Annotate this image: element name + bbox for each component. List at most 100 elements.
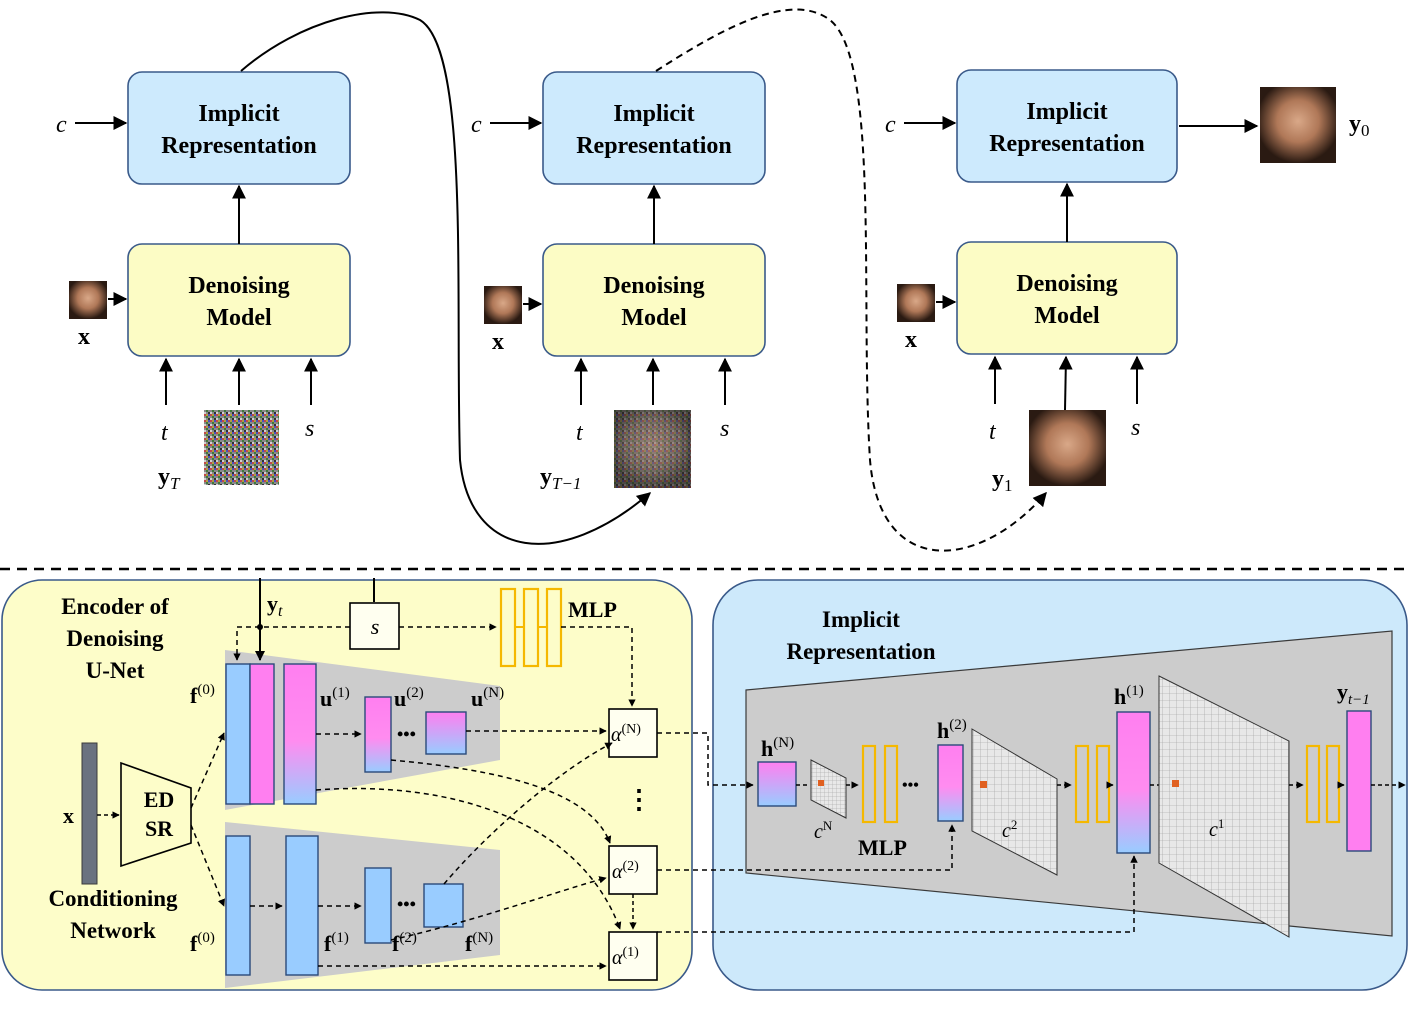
u1-to-alpha1	[315, 787, 622, 930]
c-label-1: c	[56, 112, 67, 138]
u2-feature	[364, 696, 392, 773]
y-t-minus-1-feature	[1346, 710, 1372, 852]
t-label-3: t	[989, 419, 997, 445]
output-image-y0	[1260, 87, 1336, 163]
uN-feature	[425, 711, 467, 755]
h2-label: h(2)	[937, 717, 967, 743]
upper-dots: •••	[397, 724, 416, 744]
implicit-panel: Implicit Representation h(N) cN MLP ••• …	[657, 579, 1408, 991]
encoder-title-1: Encoder of	[61, 594, 169, 619]
encoder-title-2: Denoising	[66, 626, 164, 651]
y-t-minus-1-label: yt−1	[1337, 679, 1370, 708]
edsr-label-1: ED	[144, 787, 175, 812]
curve-stage2-to-stage3	[655, 8, 1047, 552]
t-label-2: t	[576, 420, 584, 446]
s-to-f0	[233, 626, 350, 661]
fN-feature	[423, 883, 464, 928]
x-image-3	[897, 284, 935, 322]
junction-dot	[257, 624, 263, 630]
f2-label: f(2)	[392, 930, 417, 956]
t-label-1: t	[161, 420, 169, 446]
edsr-block	[120, 761, 192, 868]
f0-lower-label: f(0)	[190, 930, 215, 956]
alpha1-to-h1	[657, 855, 1138, 933]
edsr-label-2: SR	[145, 816, 174, 841]
implicit-title-2: Representation	[786, 639, 935, 664]
x-label-1: x	[78, 324, 90, 350]
implicit-representation-box-2	[542, 71, 766, 185]
edsr-to-lower	[190, 824, 225, 907]
cN-label: cN	[814, 818, 833, 843]
u1-feature	[283, 663, 317, 805]
f0-upper-pink	[249, 663, 275, 805]
denoising-model-box-2	[542, 243, 766, 357]
implicit-representation-box-3	[956, 69, 1178, 183]
mlp2-bar-1	[1074, 744, 1090, 824]
alpha2-to-h2	[657, 824, 956, 871]
yt-label: yt	[267, 591, 283, 620]
encoder-title-3: U-Net	[86, 658, 145, 683]
stage-3: Implicit Representation Denoising Model …	[885, 69, 1370, 495]
h1-feature	[1116, 711, 1151, 854]
x-label-3: x	[905, 327, 917, 353]
s-box-label: s	[371, 614, 380, 639]
alpha1-box	[608, 931, 658, 981]
lower-dots: •••	[397, 894, 416, 914]
dm-label-1b: Model	[206, 305, 272, 331]
c1-label: c1	[1209, 816, 1224, 841]
ir-label-2b: Representation	[576, 133, 732, 159]
ir-label-2a: Implicit	[613, 101, 694, 127]
s-box	[349, 602, 400, 650]
f0-lower-feature	[225, 835, 251, 976]
c2-grid	[971, 728, 1058, 876]
y1-label: y1	[992, 466, 1013, 495]
implicit-title-1: Implicit	[822, 607, 900, 632]
alpha2-label: α(2)	[612, 859, 639, 883]
dm-label-1a: Denoising	[188, 273, 289, 299]
h2-feature	[937, 744, 964, 822]
c2-label: c2	[1002, 817, 1017, 842]
mlp3-bar-1	[1305, 744, 1321, 824]
ir-label-1b: Representation	[161, 133, 317, 159]
noise-overlay-2	[614, 410, 691, 488]
alpha-vdots: ⋮	[626, 785, 652, 814]
ir-label-3b: Representation	[989, 131, 1145, 157]
implicit-dots: •••	[902, 777, 919, 794]
noise-image-yT	[204, 410, 279, 485]
u1-label: u(1)	[320, 685, 350, 711]
encoder-x-label: x	[63, 803, 74, 828]
f1-feature	[364, 867, 392, 944]
u2-label: u(2)	[394, 685, 424, 711]
s-label-3: s	[1131, 415, 1140, 441]
c1-grid	[1158, 675, 1290, 938]
s-label-2: s	[720, 416, 729, 442]
dm-label-2a: Denoising	[603, 273, 704, 299]
alpha1-label: α(1)	[612, 945, 639, 969]
f2-to-alpha2	[390, 876, 607, 941]
s-label-1: s	[305, 416, 314, 442]
f0-upper-blue	[225, 663, 251, 805]
implicit-mlp-label: MLP	[858, 835, 907, 860]
edsr-to-upper	[190, 732, 225, 809]
x-image-2	[484, 286, 522, 324]
f0-upper-label: f(0)	[190, 682, 215, 708]
dm-label-2b: Model	[621, 305, 687, 331]
ir-label-3a: Implicit	[1026, 99, 1107, 125]
c-label-3: c	[885, 112, 896, 138]
denoising-model-box-3	[956, 241, 1178, 355]
fN-label: f(N)	[465, 930, 493, 956]
x-input-bar	[81, 742, 98, 885]
cond-label-1: Conditioning	[48, 886, 178, 911]
f1-label: f(1)	[324, 930, 349, 956]
image-y1	[1029, 410, 1106, 486]
y0-label: y0	[1349, 111, 1370, 140]
u2-to-alpha2	[390, 759, 612, 844]
alphaN-box	[608, 708, 658, 758]
stage-1: Implicit Representation Denoising Model …	[56, 71, 351, 493]
f1-lower-wide	[285, 835, 319, 976]
cond-label-2: Network	[70, 918, 156, 943]
h1-label: h(1)	[1114, 683, 1144, 709]
c-label-2: c	[471, 112, 482, 138]
x-label-2: x	[492, 329, 504, 355]
implicit-mlp-1	[861, 744, 899, 824]
